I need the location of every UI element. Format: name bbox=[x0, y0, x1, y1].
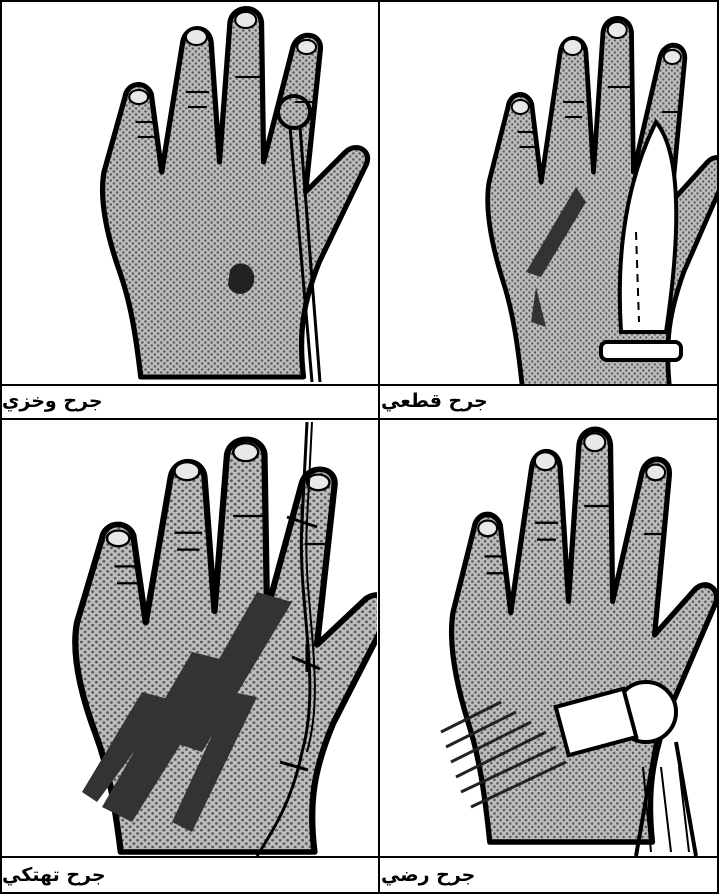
table-divider-vertical bbox=[378, 0, 380, 894]
row-divider bbox=[0, 856, 719, 858]
caption-stab-wound: جرح وخزي bbox=[2, 386, 377, 416]
table-border-left bbox=[0, 0, 2, 894]
table-border-bottom bbox=[0, 892, 719, 894]
caption-lacerated-wound: جرح تهتكي bbox=[2, 860, 377, 890]
table-border-top bbox=[0, 0, 719, 2]
row-divider bbox=[0, 418, 719, 420]
row-divider bbox=[0, 384, 719, 386]
figure-contused-wound bbox=[381, 422, 717, 856]
figure-lacerated-wound bbox=[2, 422, 377, 856]
figure-incised-wound bbox=[381, 2, 717, 384]
caption-incised-wound: جرح قطعي bbox=[381, 386, 717, 416]
caption-contused-wound: جرح رضي bbox=[381, 860, 717, 890]
figure-stab-wound bbox=[2, 2, 377, 384]
